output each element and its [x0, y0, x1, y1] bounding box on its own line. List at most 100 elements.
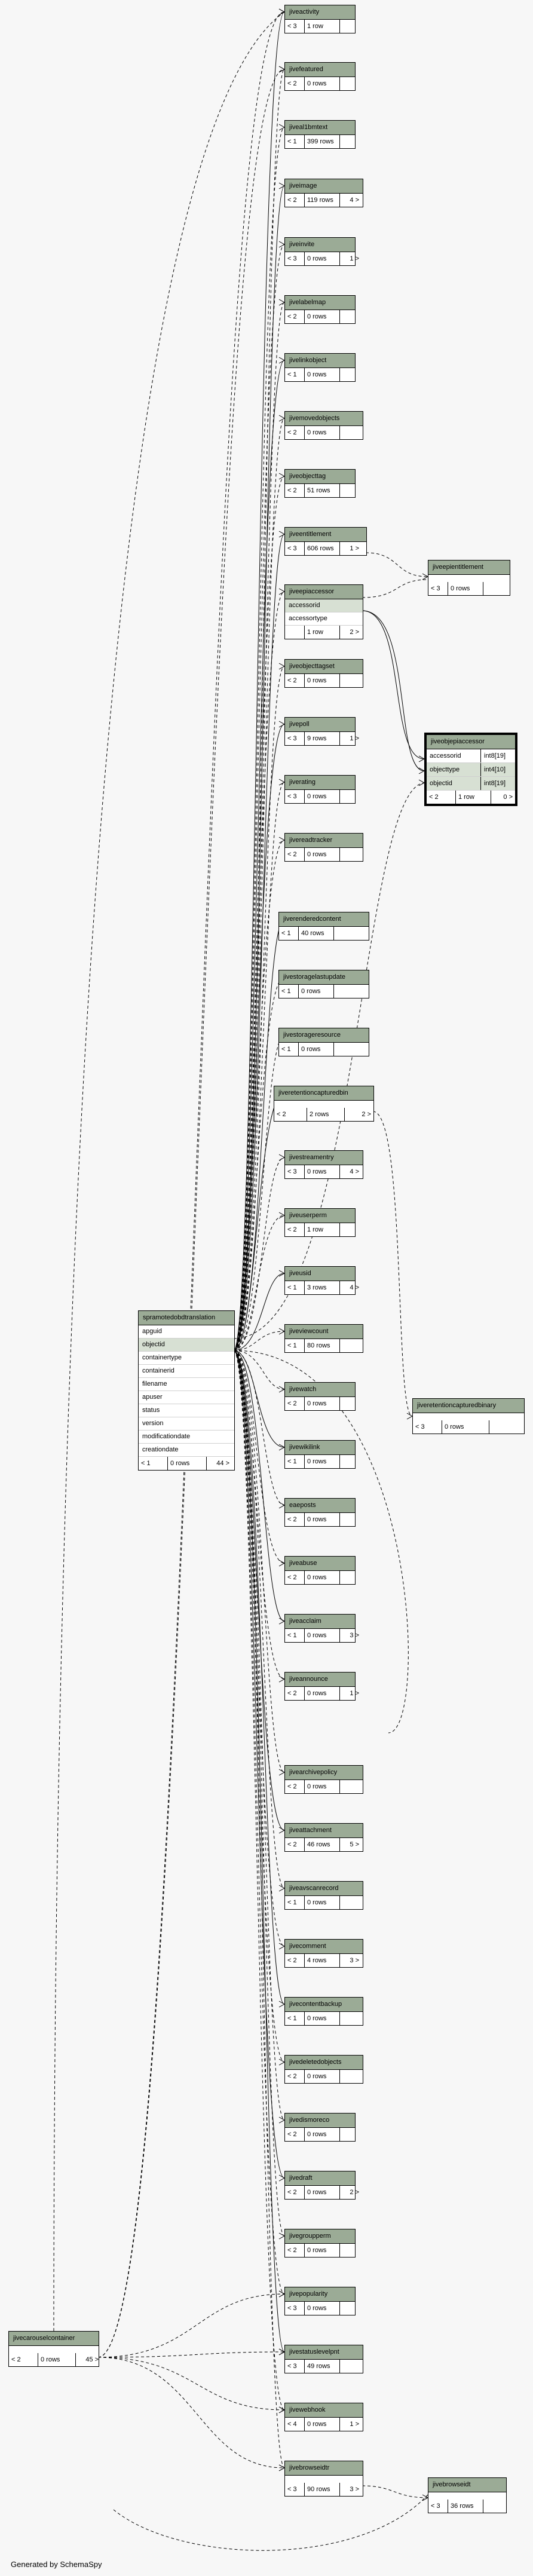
row-count: 40 rows [298, 927, 333, 940]
row-count: 0 rows [304, 310, 339, 323]
row-count: 36 rows [448, 2500, 483, 2513]
relationship-line [362, 610, 425, 771]
relationship-line [233, 11, 285, 1351]
relationship-line [233, 1350, 285, 2410]
column-apuser: apuser [139, 1391, 234, 1404]
children-count [339, 1780, 362, 1793]
relationship-line [233, 1350, 285, 2468]
row-count: 0 rows [304, 1896, 339, 1909]
crowfoot-marker [278, 1212, 286, 1219]
parents-count: < 3 [287, 2486, 297, 2493]
children-count [339, 2244, 362, 2257]
relationship-line [233, 127, 285, 1351]
table-name: jivestorageresource [279, 1028, 369, 1043]
parents-count: < 1 [287, 1458, 297, 1465]
parents-count: < 2 [287, 313, 297, 320]
relationship-line [113, 2494, 428, 2551]
table-name: jivewebhook [285, 2403, 363, 2418]
children-count [339, 1223, 362, 1236]
parents-count: < 2 [287, 429, 297, 436]
table-name: jiveobjecttag [285, 470, 355, 484]
parents-count: < 3 [287, 255, 297, 262]
table-name: jivepopularity [285, 2287, 355, 2302]
parents-count: < 2 [429, 794, 439, 801]
row-count: 0 rows [304, 1571, 339, 1584]
table-footer: < 2 0 rows [285, 310, 355, 323]
row-count: 0 rows [304, 2302, 339, 2315]
crowfoot-marker [278, 8, 286, 16]
parents-count: < 1 [287, 371, 297, 378]
table-name: jivemovedobjects [285, 412, 363, 426]
table-name: jiveepiaccessor [285, 585, 363, 599]
table-name: jiveusid [285, 1267, 355, 1281]
relationship-line [97, 11, 285, 2358]
table-name: jivewikilink [285, 1441, 355, 1455]
table-jiveepiaccessor[interactable]: jiveepiaccessor accessorid accessortype … [284, 584, 363, 639]
column-accessorid: accessorid [285, 599, 363, 612]
relationship-line [233, 1350, 285, 1448]
parents-count: < 3 [287, 545, 297, 552]
table-spramotedobdtranslation[interactable]: spramotedobdtranslation apguid objectid … [138, 1310, 235, 1471]
parents-count: < 1 [287, 1632, 297, 1639]
children-count: 3 > [339, 2483, 362, 2496]
table-name: jiveacclaim [285, 1615, 355, 1629]
table-name: jiveinvite [285, 238, 355, 252]
children-count [339, 310, 362, 323]
table-name: jivepoll [285, 718, 355, 732]
column-objectid: objectid [139, 1338, 234, 1352]
relationship-line [233, 1215, 285, 1351]
table-name: jivefeatured [285, 63, 355, 77]
